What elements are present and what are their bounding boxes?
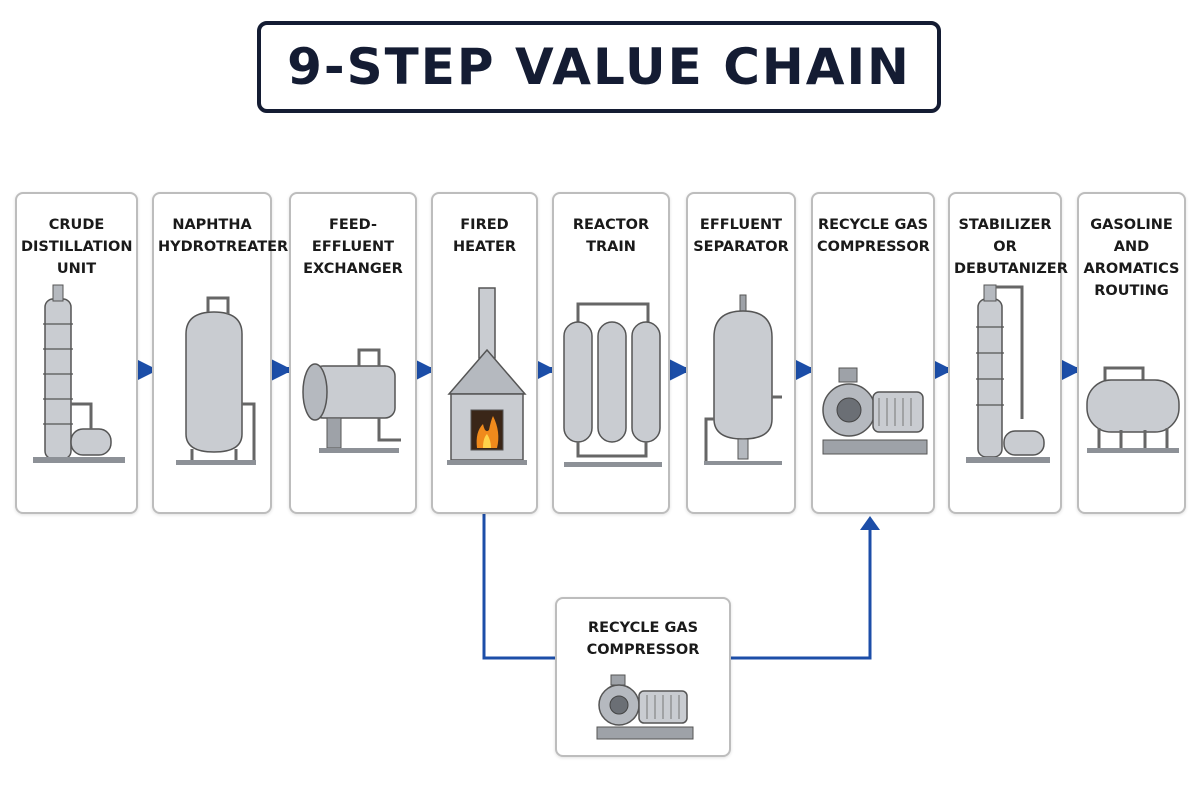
step-card-1[interactable]: CRUDE DISTILLATION UNIT <box>15 192 138 514</box>
step-label-2: NAPHTHA HYDROTREATER <box>158 217 289 255</box>
step-card-9[interactable]: GASOLINE AND AROMATICS ROUTING <box>1077 192 1186 514</box>
reactor-train-icon <box>563 302 662 467</box>
step-label-3: FEED-EFFLUENT EXCHANGER <box>303 217 403 277</box>
vertical-vessel-icon <box>176 296 256 465</box>
compressor-icon <box>596 674 694 740</box>
step-card-7[interactable]: RECYCLE GAS COMPRESSOR <box>811 192 935 514</box>
page-title: 9-STEP VALUE CHAIN <box>287 38 911 96</box>
step-label-9: GASOLINE AND AROMATICS ROUTING <box>1083 217 1180 299</box>
bypass-label: RECYCLE GAS COMPRESSOR <box>586 620 700 658</box>
step-card-4[interactable]: FIRED HEATER <box>431 192 538 514</box>
step-label-4: FIRED HEATER <box>452 217 517 255</box>
step-label-6: EFFLUENT SEPARATOR <box>693 217 789 255</box>
step-card-3[interactable]: FEED-EFFLUENT EXCHANGER <box>289 192 417 514</box>
step-card-6[interactable]: EFFLUENT SEPARATOR <box>686 192 796 514</box>
fired-heater-icon <box>447 287 527 465</box>
heat-exchanger-icon <box>302 348 401 453</box>
step-card-5[interactable]: REACTOR TRAIN <box>552 192 670 514</box>
title-box: 9-STEP VALUE CHAIN <box>257 21 941 113</box>
step-label-7: RECYCLE GAS COMPRESSOR <box>817 217 930 255</box>
step-label-1: CRUDE DISTILLATION UNIT <box>21 217 133 277</box>
step-label-8: STABILIZER OR DEBUTANIZER <box>954 217 1068 277</box>
storage-tank-icon <box>1086 366 1180 453</box>
step-label-5: REACTOR TRAIN <box>572 217 650 255</box>
step-card-2[interactable]: NAPHTHA HYDROTREATER <box>152 192 289 514</box>
distillation-column-icon <box>33 284 125 463</box>
bypass-card[interactable]: RECYCLE GAS COMPRESSOR <box>555 597 731 757</box>
step-card-8[interactable]: STABILIZER OR DEBUTANIZER <box>948 192 1068 514</box>
stabilizer-column-icon <box>966 284 1050 463</box>
separator-vessel-icon <box>704 294 782 465</box>
compressor-icon <box>822 367 928 455</box>
